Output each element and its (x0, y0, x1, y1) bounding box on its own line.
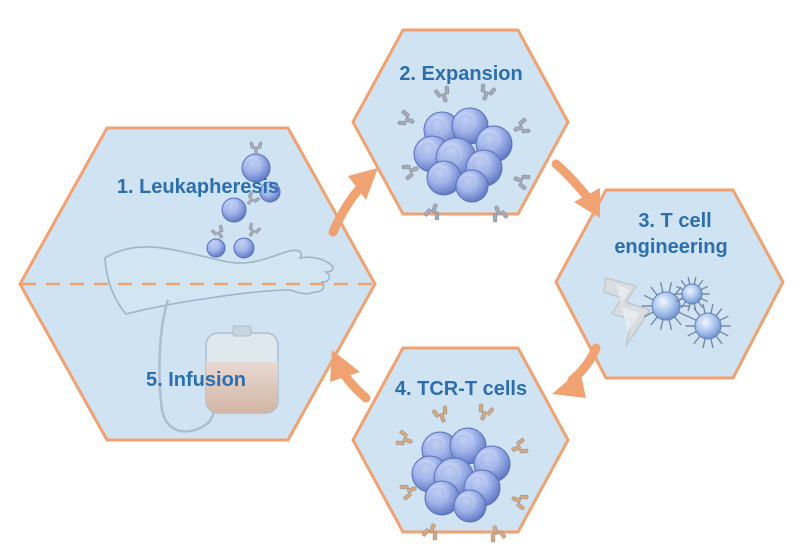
receptor-icon (511, 437, 529, 454)
label-leukapheresis: 1. Leukapheresis (117, 176, 279, 198)
arrow-engineering-to-tcr-cells (552, 343, 601, 398)
receptor-icon (513, 174, 531, 191)
receptor-icon (490, 525, 507, 543)
receptor-icon (433, 85, 450, 103)
arrow-expansion-to-engineering (551, 159, 600, 218)
receptor-icon (401, 164, 419, 181)
receptor-icon (492, 205, 509, 223)
engineered-t-cell (641, 282, 691, 330)
receptor-icon (480, 83, 497, 101)
lightning-bolt-icon (603, 277, 652, 347)
label-expansion: 2. Expansion (399, 63, 522, 85)
engineered-t-cells-group (641, 276, 731, 349)
iv-tube (158, 299, 216, 433)
engineered-t-cell (685, 303, 731, 349)
receptor-icon (513, 117, 531, 134)
infusion-bag-icon (205, 325, 279, 414)
arrow-tcr-cells-to-infusion (330, 350, 371, 403)
arm-illustration (104, 246, 334, 315)
label-tcr-t-cells: 4. TCR-T cells (395, 378, 527, 400)
hexagon-t-cell-engineering (554, 188, 785, 380)
receptor-icon (431, 405, 448, 423)
engineered-t-cell (674, 276, 710, 312)
receptor-icon (395, 429, 413, 446)
receptor-icon (421, 523, 438, 541)
receptor-icon (423, 203, 440, 221)
receptor-icon (249, 141, 263, 155)
receptor-icon (248, 222, 262, 237)
leukocyte-cells-group (206, 141, 281, 259)
label-engineering-line1: 3. T cell (638, 210, 711, 232)
receptor-icon (247, 191, 261, 205)
arrow-leukapheresis-to-expansion (328, 168, 378, 237)
receptor-icon (399, 484, 417, 501)
receptor-icon (478, 403, 495, 421)
receptor-icon (511, 494, 529, 511)
tcr-t-cell-cluster (395, 403, 529, 543)
receptor-icon (397, 109, 415, 126)
label-infusion: 5. Infusion (146, 369, 246, 391)
label-engineering-line2: engineering (614, 236, 727, 258)
receptor-icon (210, 224, 224, 239)
expanded-t-cell-cluster (397, 83, 531, 223)
